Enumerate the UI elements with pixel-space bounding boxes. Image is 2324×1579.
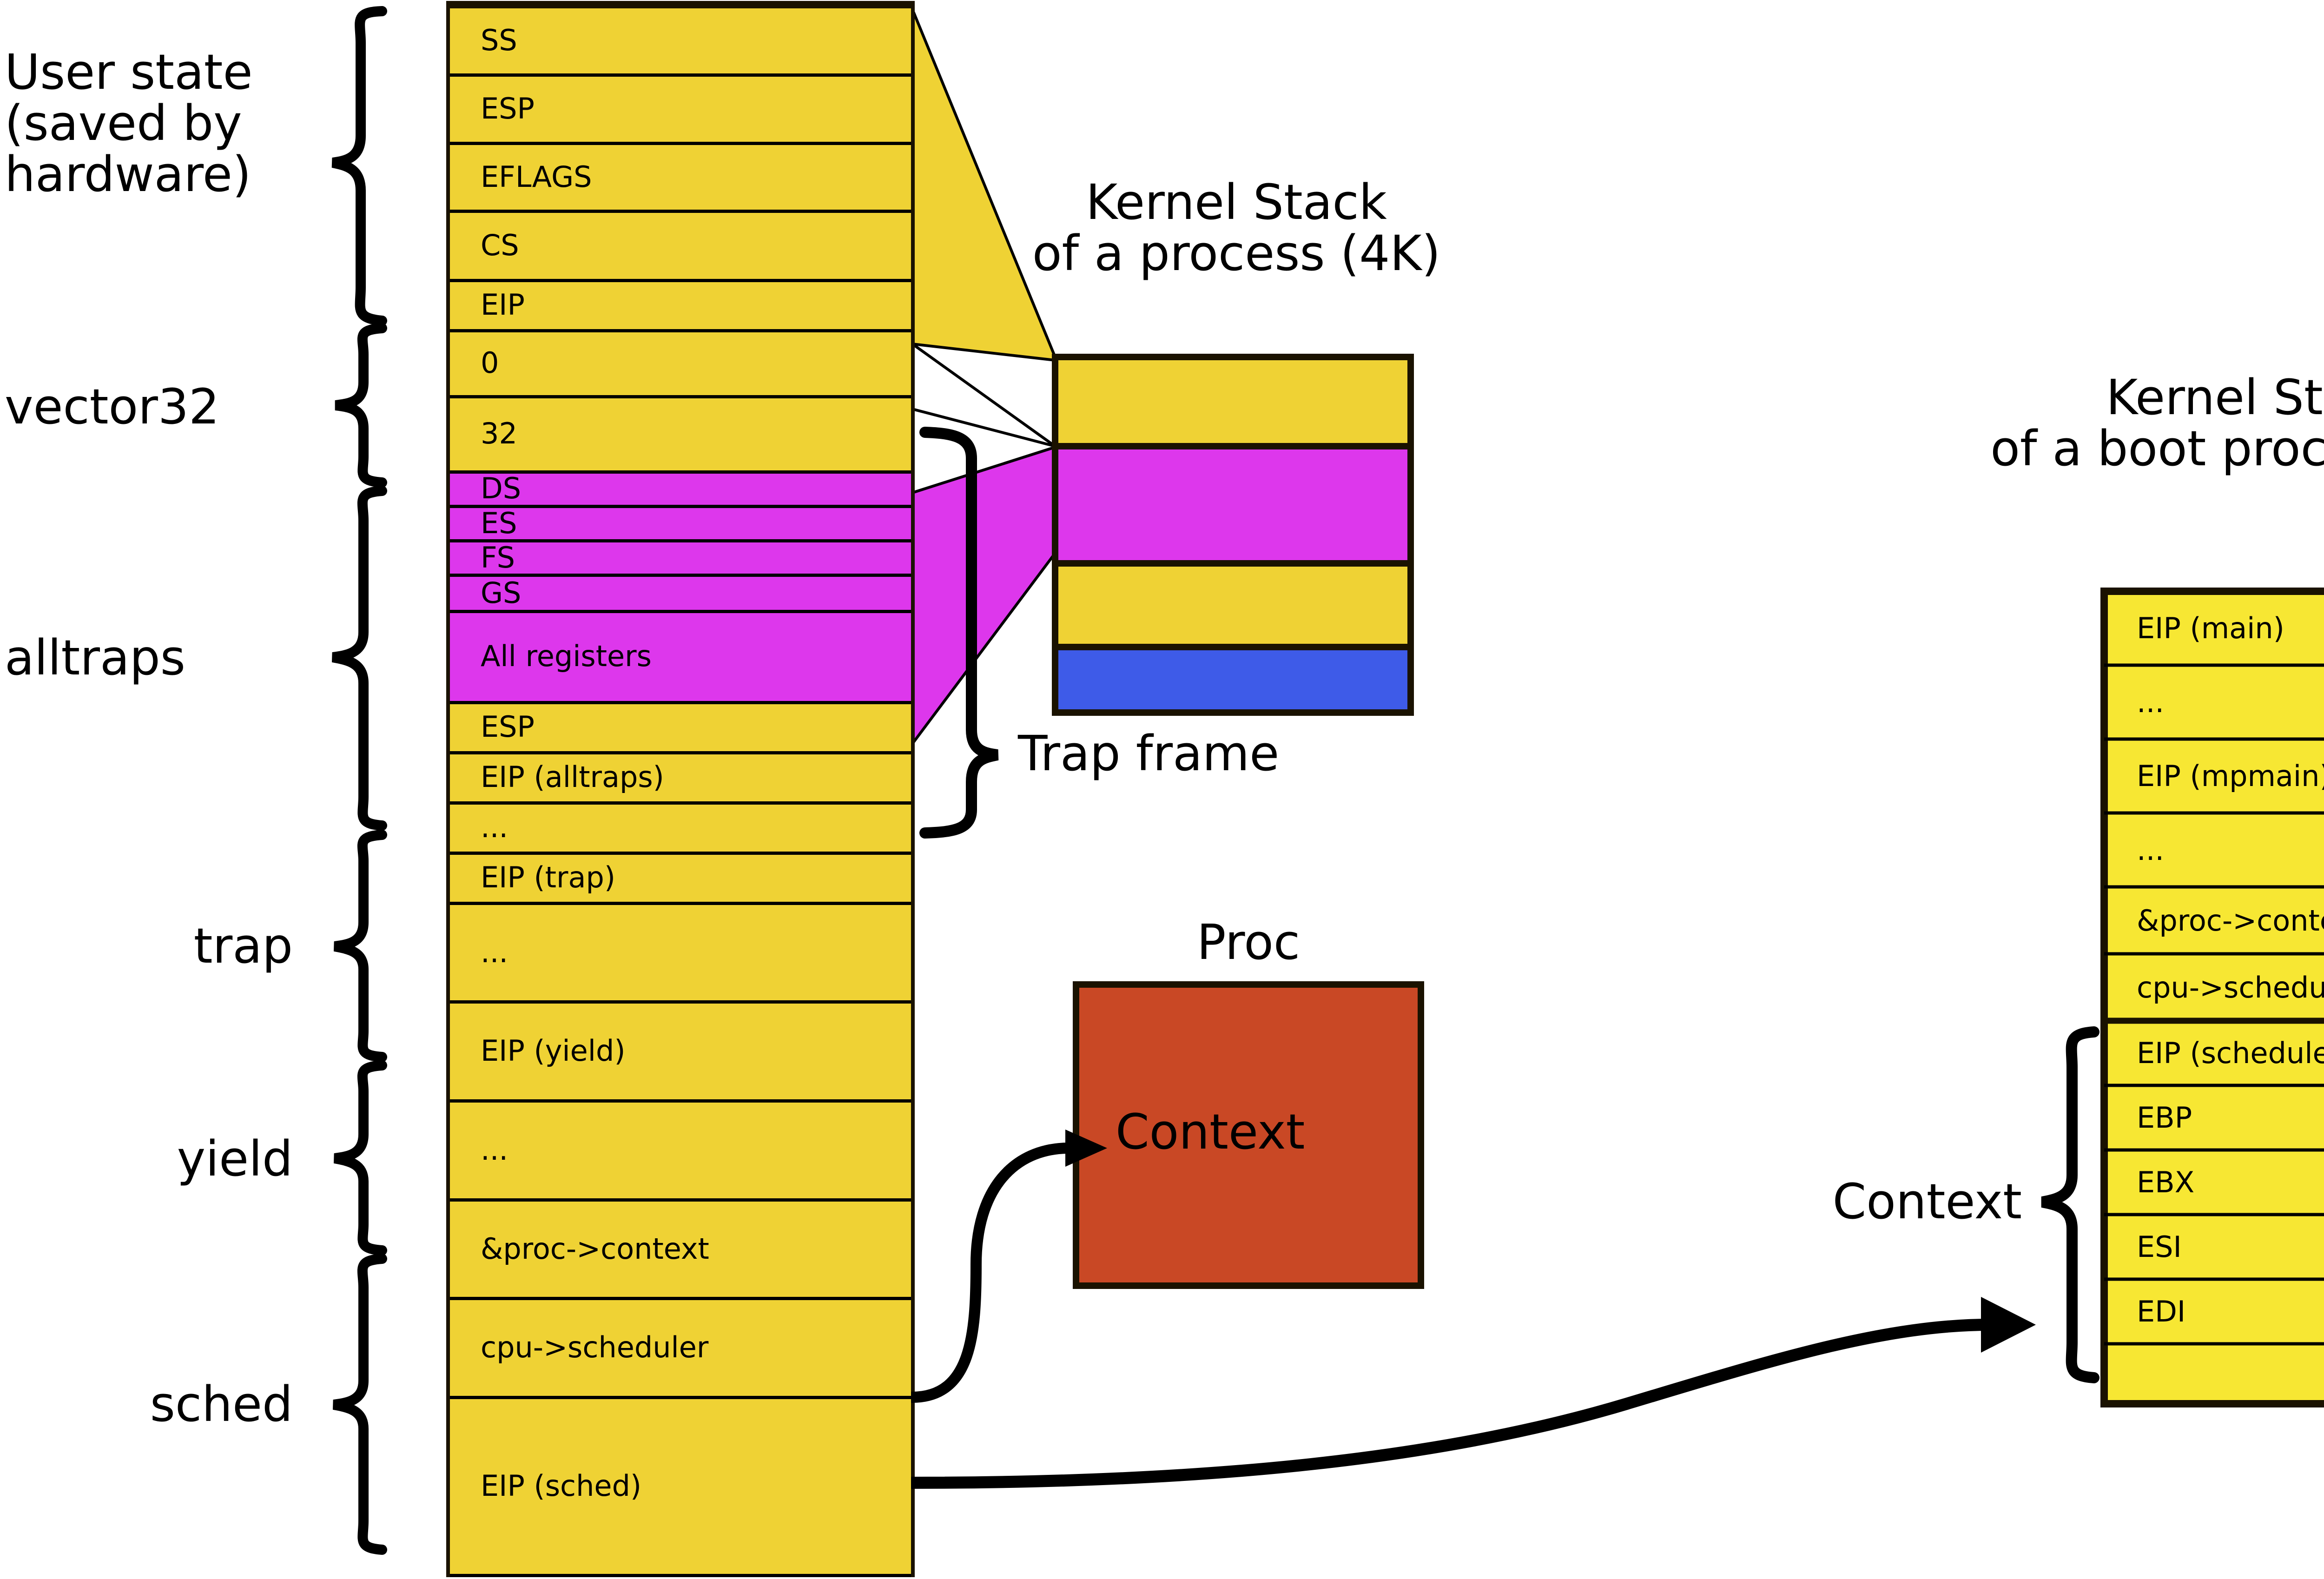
stack-row: EIP (alltraps)	[450, 754, 911, 805]
stack-row-label: FS	[481, 540, 515, 575]
brace-label-sched: sched	[150, 1376, 293, 1433]
stack-row: EIP (trap)	[450, 854, 911, 905]
brace-group	[331, 6, 387, 1555]
stack-row: cpu->scheduler	[450, 1300, 911, 1399]
boot-stack-row-label: EBX	[2137, 1165, 2195, 1199]
boot-stack-row-label: EBP	[2137, 1101, 2192, 1135]
stack-row: ES	[450, 506, 911, 543]
boot-stack-row-label: ...	[2137, 685, 2165, 719]
boot-stack-label-group: EIP (main)... EIP (mpmain)... &proc->conte…	[2104, 591, 2324, 1404]
proc-title: Proc	[1196, 914, 1301, 971]
stack-row: DS	[450, 471, 911, 508]
brace-user-state-path	[331, 6, 387, 326]
stack-row-label: GS	[481, 575, 522, 610]
brace-alltraps-path	[331, 486, 387, 831]
stack-row-label: cpu->scheduler	[481, 1330, 709, 1365]
stack-row-label: EIP (alltraps)	[481, 760, 664, 794]
ksb-frame	[2100, 588, 2324, 1407]
brace-label-trap: trap	[193, 918, 293, 974]
arrow-cpu-scheduler	[906, 1297, 2036, 1489]
boot-stack-row-label: EIP (scheduler)	[2137, 1036, 2324, 1070]
stack-row: CS	[450, 213, 911, 282]
brace-trap-path	[333, 830, 387, 1062]
stack-row-label: ESP	[481, 710, 535, 744]
stack-row: ESP	[450, 704, 911, 754]
stack-row-label: 32	[481, 416, 517, 451]
brace-vector32-path	[335, 323, 387, 488]
boot-stack-row-label: ...	[2137, 833, 2165, 867]
brace-label-alltraps: alltraps	[5, 629, 185, 686]
ksp-band-3	[1052, 644, 1414, 716]
proc-context-box	[1073, 981, 1424, 1289]
stack-row-label: EIP (yield)	[481, 1034, 626, 1068]
stack-row-label: ...	[481, 1132, 508, 1167]
arrow-cpu-scheduler-path	[906, 1319, 1995, 1489]
stack-row: EIP (sched)	[450, 1399, 911, 1577]
kernel-stack-process-title: Kernel Stack of a process (4K)	[1032, 174, 1441, 282]
ksp-band-2	[1052, 560, 1414, 650]
stack-row-label: SS	[481, 23, 517, 57]
ksp-band-1	[1052, 443, 1414, 567]
stack-row-label: EIP	[481, 288, 525, 322]
stack-row-label: DS	[481, 471, 522, 506]
stack-row-label: CS	[481, 228, 519, 263]
stack-row: 0	[450, 332, 911, 398]
arrow-proc-context-head	[1065, 1130, 1107, 1167]
ksp-band-0	[1052, 354, 1414, 449]
stack-row: ESP	[450, 76, 911, 145]
stack-row-label: 0	[481, 346, 499, 380]
stack-row: GS	[450, 575, 911, 614]
boot-stack-row-label: cpu->scheduler	[2137, 970, 2324, 1004]
trap-frame-label: Trap frame	[1018, 725, 1280, 782]
arrow-proc-context	[906, 1130, 1107, 1403]
boot-stack-row-label: &proc->context	[2137, 903, 2324, 938]
brace-label-user-state: User state (saved by hardware)	[5, 44, 253, 203]
stack-row-label: EIP (trap)	[481, 860, 616, 895]
proc-context-label: Context	[1116, 1103, 1305, 1160]
brace-label-vector32: vector32	[5, 378, 220, 435]
boot-stack-row-label: EDI	[2137, 1295, 2186, 1328]
stack-row: ...	[450, 905, 911, 1004]
brace-context-right-path	[2041, 1026, 2100, 1383]
brace-label-yield: yield	[177, 1130, 293, 1187]
stack-row: ...	[450, 804, 911, 855]
kernel-stack-boot-box	[2100, 588, 2324, 1407]
brace-yield-path	[333, 1060, 387, 1255]
stack-row: All registers	[450, 613, 911, 704]
arrow-cpu-scheduler-head	[1981, 1297, 2036, 1353]
boot-stack-row-label: EIP (mpmain)	[2137, 759, 2324, 793]
stack-row: EIP	[450, 282, 911, 332]
stack-row: EFLAGS	[450, 145, 911, 213]
boot-stack-row-label: EIP (main)	[2137, 611, 2284, 645]
stack-row: FS	[450, 540, 911, 577]
stack-row: SS	[450, 8, 911, 77]
stack-row-label: ...	[481, 935, 508, 969]
stack-row-label: ...	[481, 810, 508, 845]
kernel-stack-process-box	[1052, 354, 1414, 716]
stack-row-label: ESP	[481, 91, 535, 126]
boot-stack-row-label: ESI	[2137, 1230, 2182, 1264]
stack-row-label: EFLAGS	[481, 159, 592, 194]
stack-row-label: EIP (sched)	[481, 1469, 642, 1503]
brace-trap-frame-path	[919, 427, 999, 839]
context-label-right: Context	[1832, 1173, 2022, 1230]
stack-row-label: All registers	[481, 639, 652, 674]
wedge-magenta	[911, 445, 1056, 748]
arrow-proc-context-path	[906, 1143, 1075, 1403]
stack-row: EIP (yield)	[450, 1004, 911, 1103]
stack-row: &proc->context	[450, 1201, 911, 1301]
stack-row: ...	[450, 1103, 911, 1202]
stack-row-label: &proc->context	[481, 1231, 709, 1266]
kernel-stack-boot-title: Kernel Stack of a boot process (4K)	[1990, 369, 2324, 477]
stack-row-label: ES	[481, 506, 517, 540]
stack-row: 32	[450, 398, 911, 474]
brace-sched-path	[332, 1254, 387, 1555]
